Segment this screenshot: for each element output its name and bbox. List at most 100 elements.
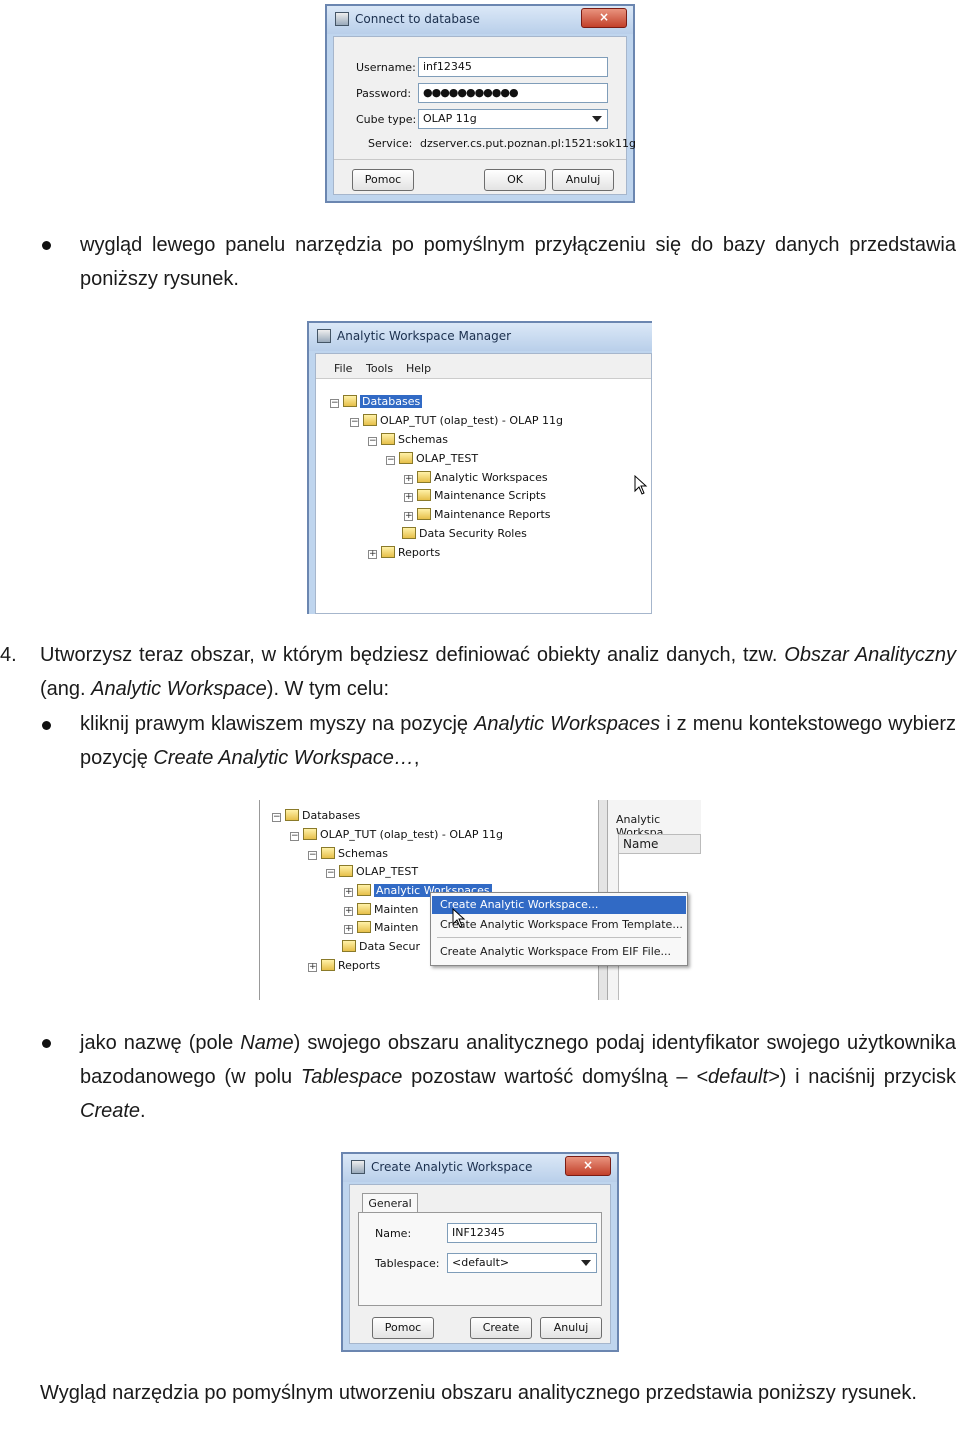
password-label: Password: [356,87,412,100]
tree-item-olap-test[interactable]: −OLAP_TEST [326,865,419,878]
cancel-button[interactable]: Anuluj [552,169,614,191]
paragraph-3: jako nazwę (pole Name) swojego obszaru a… [80,1032,956,1122]
folder-icon [381,433,395,445]
tree-item-databases[interactable]: −Databases [272,809,361,822]
help-button[interactable]: Pomoc [352,169,414,191]
bullet [42,1039,51,1048]
app-icon [335,12,349,26]
general-tab-panel: Name: INF12345 Tablespace: <default> [358,1212,602,1306]
create-button[interactable]: Create [470,1317,532,1339]
folder-icon [357,921,371,933]
ok-button[interactable]: OK [484,169,546,191]
menu-item-create-aw-template[interactable]: Create Analytic Workspace From Template.… [440,918,683,931]
database-icon [303,828,317,840]
databases-icon [343,395,357,407]
databases-icon [285,809,299,821]
paragraph-1: wygląd lewego panelu narzędzia po pomyśl… [80,234,956,290]
security-icon [342,940,356,952]
service-label: Service: [368,137,413,150]
tree-item-connection[interactable]: −OLAP_TUT (olap_test) - OLAP 11g [350,414,564,427]
cancel-button[interactable]: Anuluj [540,1317,602,1339]
close-button[interactable]: × [581,8,627,28]
username-field[interactable]: inf12345 [418,57,608,77]
tablespace-label: Tablespace: [375,1257,440,1270]
tree-item-maintenance-reports[interactable]: +Maintenance Reports [404,508,551,521]
menu-item-create-aw[interactable]: Create Analytic Workspace... [432,896,686,914]
tree-item-maintenance-scripts[interactable]: +Mainten [344,903,419,916]
divider [334,159,626,160]
folder-icon [417,471,431,483]
chevron-down-icon[interactable] [589,111,605,127]
step-4-text: Utworzysz teraz obszar, w którym będzies… [40,644,956,700]
create-aw-title: Create Analytic Workspace [371,1160,533,1174]
app-icon [317,329,331,343]
menu-tools[interactable]: Tools [366,362,394,375]
chevron-down-icon[interactable] [578,1255,594,1271]
tree-item-schemas[interactable]: −Schemas [308,847,388,860]
tree-item-data-security-roles[interactable]: Data Security Roles [402,527,527,540]
close-button[interactable]: × [565,1156,611,1176]
bullet [42,721,51,730]
tablespace-select[interactable]: <default> [447,1253,597,1273]
tree-item-data-security[interactable]: Data Secur [342,940,420,953]
create-aw-body: General Name: INF12345 Tablespace: <defa… [349,1184,611,1344]
menu-bar: File Tools Help [316,354,651,379]
tree-item-olap-test[interactable]: −OLAP_TEST [386,452,479,465]
connect-dialog-titlebar: Connect to database × [327,6,633,34]
app-icon [351,1160,365,1174]
menu-item-create-aw-eif[interactable]: Create Analytic Workspace From EIF File.… [440,945,672,958]
tablespace-value: <default> [452,1256,510,1269]
mouse-cursor-icon [452,908,466,928]
mouse-cursor-icon [634,475,648,495]
create-aw-titlebar: Create Analytic Workspace × [343,1154,617,1182]
cubetype-value: OLAP 11g [423,112,477,125]
security-icon [402,527,416,539]
folder-icon [321,847,335,859]
menu-separator [437,937,681,938]
tree-item-databases[interactable]: −Databases [330,395,423,408]
paragraph-2: kliknij prawym klawiszem myszy na pozycj… [80,713,956,769]
context-menu-screenshot: −Databases −OLAP_TUT (olap_test) - OLAP … [259,800,701,1000]
context-menu: Create Analytic Workspace... Create Anal… [430,892,688,966]
schema-icon [339,865,353,877]
connect-dialog-body: Username: inf12345 Password: ●●●●●●●●●●●… [333,36,636,195]
folder-icon [357,884,371,896]
awm-body: File Tools Help −Databases −OLAP_TUT (ol… [315,353,652,614]
help-button[interactable]: Pomoc [372,1317,434,1339]
schema-icon [399,452,413,464]
connect-dialog-title: Connect to database [355,12,480,26]
menu-help[interactable]: Help [406,362,432,375]
bullet [42,241,51,250]
tree-item-maintenance-reports[interactable]: +Mainten [344,921,419,934]
folder-icon [417,508,431,520]
awm-title: Analytic Workspace Manager [337,329,512,343]
service-value: dzserver.cs.put.poznan.pl:1521:sok11g [420,137,637,150]
navigation-tree: −Databases −OLAP_TUT (olap_test) - OLAP … [316,379,651,613]
tab-general[interactable]: General [362,1193,418,1213]
awm-titlebar: Analytic Workspace Manager [309,323,652,351]
paragraph-4: Wygląd narzędzia po pomyślnym utworzeniu… [40,1382,917,1404]
tree-item-analytic-workspaces[interactable]: +Analytic Workspaces [404,471,548,484]
cubetype-select[interactable]: OLAP 11g [418,109,608,129]
step-number: 4. [0,644,17,666]
folder-icon [357,903,371,915]
name-field[interactable]: INF12345 [447,1223,597,1243]
folder-icon [321,959,335,971]
folder-icon [417,489,431,501]
tree-item-reports[interactable]: +Reports [368,546,441,559]
password-field[interactable]: ●●●●●●●●●●● [418,83,608,103]
tree-item-schemas[interactable]: −Schemas [368,433,448,446]
name-label: Name: [375,1227,412,1240]
tree-item-maintenance-scripts[interactable]: +Maintenance Scripts [404,489,546,502]
tree-item-reports[interactable]: +Reports [308,959,381,972]
awm-window: Analytic Workspace Manager File Tools He… [307,321,652,614]
menu-file[interactable]: File [334,362,353,375]
database-icon [363,414,377,426]
username-label: Username: [356,61,416,74]
connect-dialog: Connect to database × Username: inf12345… [325,4,636,203]
tree-item-connection[interactable]: −OLAP_TUT (olap_test) - OLAP 11g [290,828,504,841]
folder-icon [381,546,395,558]
create-aw-dialog: Create Analytic Workspace × General Name… [341,1152,619,1352]
cubetype-label: Cube type: [356,113,417,126]
name-column-header[interactable]: Name [618,834,701,854]
